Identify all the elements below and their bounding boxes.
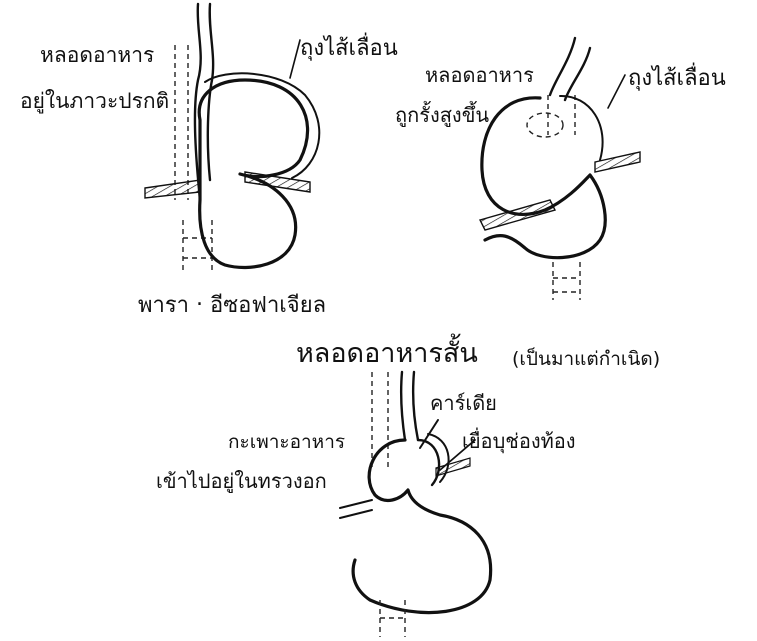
- fig3-stomach-label-line2: เข้าไปอยู่ในทรวงอก: [156, 469, 327, 494]
- diaphragm-left: [480, 200, 555, 230]
- diaphragm-left: [145, 180, 200, 198]
- hernia-sac-outline: [205, 73, 319, 178]
- fig1-caption: พารา ‧ อีซอฟาเจียล: [138, 293, 326, 318]
- fig3-peritoneum-label: เยื่อบุช่องท้อง: [462, 427, 576, 454]
- fig2-esophagus-label-line1: หลอดอาหาร: [425, 63, 534, 87]
- fig3-stomach-label-line1: กะเพาะอาหาร: [228, 431, 345, 453]
- fig1-hernia-sac-label: ถุงไส้เลื่อน: [300, 32, 398, 61]
- peritoneum-band: [436, 458, 470, 476]
- figure-paraesophageal: [145, 4, 319, 272]
- fig1-esophagus-label-line1: หลอดอาหาร: [40, 43, 154, 67]
- fig2-hernia-sac-label: ถุงไส้เลื่อน: [628, 62, 726, 91]
- fig2-esophagus-label-line2: ถูกรั้งสูงขึ้น: [395, 101, 489, 128]
- stomach-outline: [482, 98, 605, 258]
- fig3-title: หลอดอาหารสั้น: [296, 333, 478, 369]
- fig1-esophagus-label-line2: อยู่ในภาวะปรกติ: [20, 89, 169, 114]
- fig3-cardia-label: คาร์เดีย: [430, 391, 497, 415]
- fig3-title-note: (เป็นมาแต่กำเนิด): [512, 346, 660, 370]
